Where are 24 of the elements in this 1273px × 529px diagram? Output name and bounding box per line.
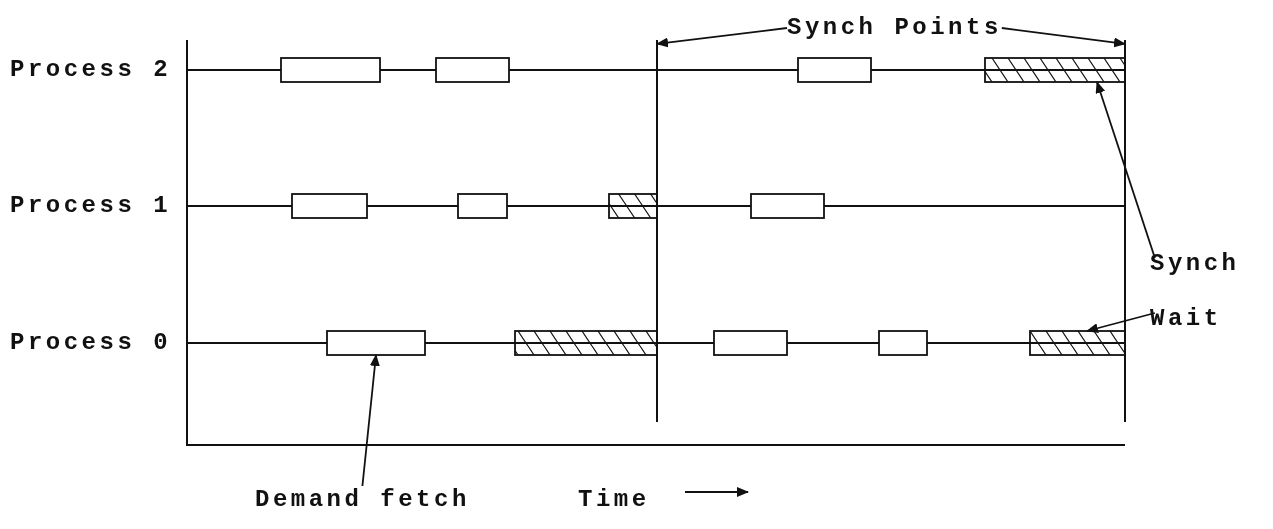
- fetch-bar: [457, 193, 508, 219]
- synch-wait-bar: [608, 193, 658, 219]
- fetch-bar: [435, 57, 510, 83]
- process-label: Process 2: [10, 56, 172, 84]
- leader-arrow: [656, 27, 788, 48]
- leader-arrow: [361, 354, 380, 487]
- synch-wait-bar: [1029, 330, 1126, 356]
- fetch-bar: [878, 330, 928, 356]
- process-label: Process 1: [10, 192, 172, 220]
- fetch-bar: [326, 330, 426, 356]
- callout-text: Synch Wait: [1150, 236, 1248, 346]
- leader-arrow: [1000, 27, 1126, 48]
- synch-wait-bar: [984, 57, 1126, 83]
- fetch-bar: [750, 193, 825, 219]
- axis-label: Time: [578, 486, 650, 514]
- leader-arrow: [1086, 312, 1156, 333]
- callout-text: Synch Points: [787, 14, 1002, 42]
- callout-text: Demand fetch: [255, 486, 470, 514]
- fetch-bar: [280, 57, 381, 83]
- fetch-bar: [797, 57, 872, 83]
- synch-wait-bar: [514, 330, 658, 356]
- process-label: Process 0: [10, 329, 172, 357]
- fetch-bar: [291, 193, 368, 219]
- fetch-bar: [713, 330, 788, 356]
